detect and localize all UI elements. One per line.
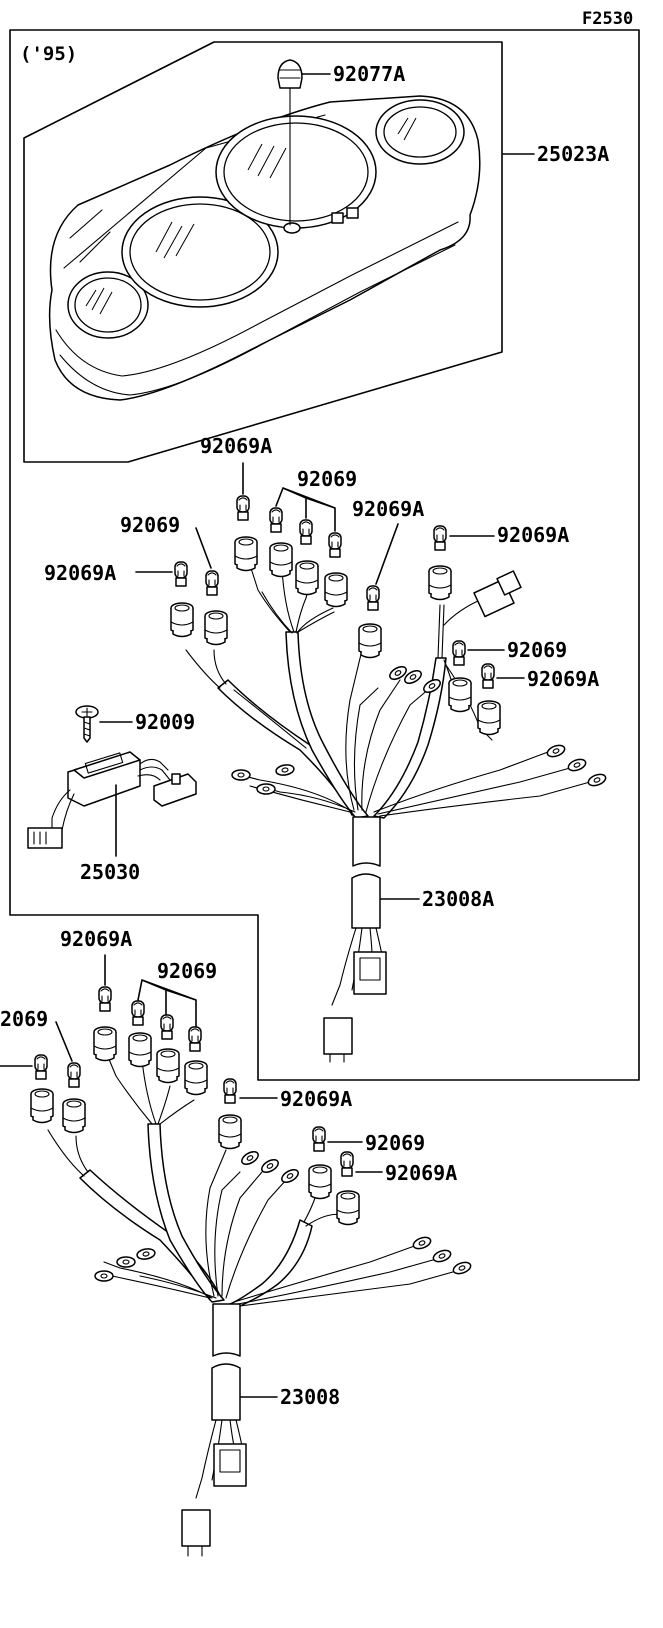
leader-92069A-top-mid <box>375 523 399 585</box>
screw-92009 <box>75 705 99 743</box>
part-92069A-bottom-right: 92069A <box>385 1161 457 1185</box>
leader-92069-top-left <box>195 527 212 569</box>
part-92069A-top-right-lower: 92069A <box>527 667 599 691</box>
part-92069A-top-mid: 92069A <box>352 497 424 521</box>
figure-code: F2530 <box>582 9 633 29</box>
unit-25030 <box>27 705 197 849</box>
group-frame-95 <box>9 29 640 1081</box>
part-92069A-top-right: 92069A <box>497 523 569 547</box>
meter-assembly <box>23 41 503 463</box>
leader-92069-bottom-left-cut <box>55 1021 73 1062</box>
year-note: ('95) <box>20 43 77 65</box>
connector-23008A-top <box>473 570 522 618</box>
part-23008: 23008 <box>280 1385 340 1409</box>
meter-subframe <box>23 41 503 463</box>
part-92069-bottom-left-cut: 2069 <box>0 1007 48 1031</box>
part-92069A-top: 92069A <box>200 434 272 458</box>
part-25030: 25030 <box>80 860 140 884</box>
leader-92069-bottom-group <box>137 979 197 1027</box>
part-92009: 92009 <box>135 710 195 734</box>
part-92077A: 92077A <box>333 62 405 86</box>
part-92069-top-left: 92069 <box>120 513 180 537</box>
leader-92069-top-group <box>275 487 336 532</box>
part-92069A-bottom-mid: 92069A <box>280 1087 352 1111</box>
part-92069-top-group: 92069 <box>297 467 357 491</box>
part-25023A: 25023A <box>537 142 609 166</box>
part-92069-bottom-right: 92069 <box>365 1131 425 1155</box>
part-23008A: 23008A <box>422 887 494 911</box>
harness-23008A <box>170 495 608 1063</box>
part-92069-bottom-group: 92069 <box>157 959 217 983</box>
part-92069A-top-far-left: 92069A <box>44 561 116 585</box>
part-92069-top-right-lower: 92069 <box>507 638 567 662</box>
harness-23008 <box>30 986 473 1557</box>
grommet-92077A <box>277 59 303 226</box>
part-92069A-bottom-top: 92069A <box>60 927 132 951</box>
